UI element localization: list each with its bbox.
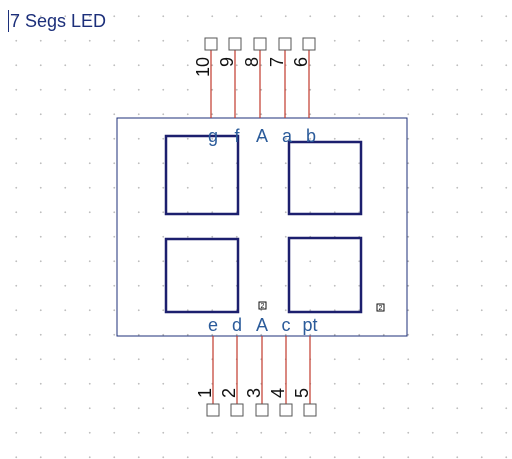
svg-text:2: 2 xyxy=(261,303,265,310)
pin-label-bottom-3: A xyxy=(256,315,268,335)
digit-segment-bottom-right xyxy=(287,236,363,314)
pin-label-top-6: b xyxy=(306,126,316,146)
pin-number-bottom-1: 1 xyxy=(195,388,215,398)
pin-pad-bottom-1[interactable] xyxy=(206,403,220,417)
pin-number-top-8: 8 xyxy=(242,57,262,67)
pin-pad-top-6[interactable] xyxy=(302,37,316,51)
pin-label-bottom-5: pt xyxy=(302,315,317,335)
digit-segment-top-left xyxy=(164,134,240,216)
pin-pad-top-10[interactable] xyxy=(204,37,218,51)
pin-number-top-7: 7 xyxy=(267,57,287,67)
pin-number-bottom-2: 2 xyxy=(219,388,239,398)
pin-label-top-7: a xyxy=(282,126,293,146)
pin-number-bottom-5: 5 xyxy=(292,388,312,398)
pin-number-top-6: 6 xyxy=(291,57,311,67)
pin-number-top-9: 9 xyxy=(217,57,237,67)
digit-segment-bottom-left xyxy=(164,237,240,314)
pin-label-bottom-2: d xyxy=(232,315,242,335)
pin-label-bottom-1: e xyxy=(208,315,218,335)
pin-pad-top-9[interactable] xyxy=(228,37,242,51)
svg-text:2: 2 xyxy=(379,305,383,312)
pin-pad-bottom-3[interactable] xyxy=(255,403,269,417)
pin-pad-bottom-5[interactable] xyxy=(303,403,317,417)
segment-marker-left: 2 xyxy=(258,301,267,310)
segment-marker-right: 2 xyxy=(376,303,385,312)
diagram-title: 7 Segs LED xyxy=(8,10,107,32)
digit-segment-top-right xyxy=(287,140,363,216)
pin-number-top-10: 10 xyxy=(193,57,213,77)
pin-pad-top-7[interactable] xyxy=(278,37,292,51)
pin-number-bottom-3: 3 xyxy=(244,388,264,398)
pin-label-bottom-4: c xyxy=(282,315,291,335)
pin-pad-top-8[interactable] xyxy=(253,37,267,51)
pin-number-bottom-4: 4 xyxy=(268,388,288,398)
pin-label-top-9: f xyxy=(234,126,240,146)
pin-label-top-10: g xyxy=(208,126,218,146)
pin-label-top-8: A xyxy=(256,126,268,146)
pin-pad-bottom-2[interactable] xyxy=(230,403,244,417)
pin-pad-bottom-4[interactable] xyxy=(279,403,293,417)
